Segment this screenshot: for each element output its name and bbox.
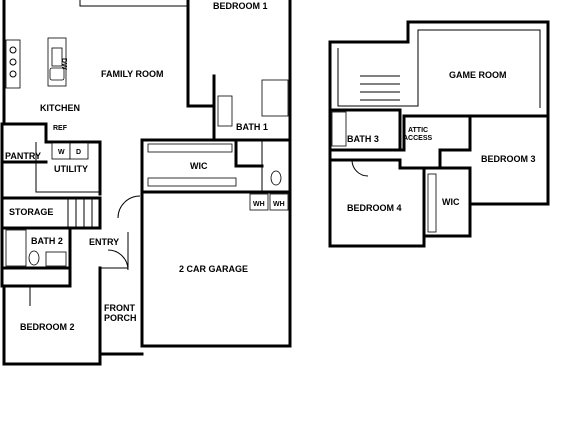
dryer-label: D (76, 149, 81, 156)
wic-shelf-2 (427, 173, 437, 233)
exterior-wall-north-left (0, 0, 6, 288)
wic-wall-2 (422, 166, 472, 238)
game-room-label: GAME ROOM (449, 70, 507, 80)
dishwasher (51, 47, 63, 67)
game-room-wall (398, 114, 550, 152)
water-heater-label-1: WH (253, 201, 265, 208)
second-floor-exterior (328, 20, 550, 248)
water-heater-box-2 (269, 193, 289, 211)
second-floor-plan: GAME ROOM BATH 3 ATTIC ACCESS BEDROOM 3 … (328, 20, 550, 248)
bath2-tub (5, 229, 27, 267)
attic-access-label-line2: ACCESS (403, 135, 433, 142)
water-heater-label-2: WH (273, 201, 285, 208)
bedroom2-wall (2, 266, 72, 288)
bedroom1-window (79, 0, 188, 7)
bath1-vanity (217, 95, 233, 127)
pantry-label: PANTRY (5, 151, 41, 161)
water-heater-box-1 (249, 193, 269, 211)
bedroom4-label: BEDROOM 4 (347, 203, 402, 213)
bedroom3-wall (438, 114, 472, 170)
wic-shelf (147, 143, 233, 153)
burner (9, 46, 17, 54)
entry-door-swing (117, 195, 141, 219)
kitchen-label: KITCHEN (40, 103, 80, 113)
refrigerator-label: REF (53, 125, 68, 132)
entry-label: ENTRY (89, 237, 119, 247)
bedroom1-label: BEDROOM 1 (213, 1, 268, 11)
bedroom3-label: BEDROOM 3 (481, 154, 536, 164)
roof-outline (337, 29, 541, 108)
storage-label: STORAGE (9, 207, 53, 217)
utility-label: UTILITY (54, 164, 88, 174)
bedroom2-label: BEDROOM 2 (20, 322, 75, 332)
front-porch-label-line1: FRONT (104, 303, 135, 313)
utility-door (35, 142, 100, 193)
bath2-label: BATH 2 (31, 236, 63, 246)
range (5, 39, 21, 89)
attic-access-label-line1: ATTIC (408, 127, 428, 134)
bedroom4-door-swing (351, 159, 369, 177)
dryer-box (69, 142, 89, 160)
bath2-wall (2, 226, 72, 270)
bedroom4-wall (328, 158, 426, 238)
wic-inner-wall (140, 138, 264, 168)
bath2-toilet (28, 250, 40, 266)
washer-label: W (58, 149, 65, 156)
storage-wall (2, 196, 102, 230)
wic-label-2: WIC (442, 197, 460, 207)
sink (49, 67, 65, 81)
bath1-toilet (270, 170, 282, 186)
wic-shelf (147, 177, 237, 187)
first-floor-plan: BEDROOM 1 FAMILY ROOM KITCHEN DW REF PAN… (0, 0, 292, 366)
utility-wall (44, 122, 102, 196)
bath1-label: BATH 1 (236, 122, 268, 132)
dishwasher-label: DW (60, 58, 67, 70)
front-door-swing (107, 249, 129, 271)
bath2-vanity (45, 251, 67, 267)
bath1-shower (261, 79, 289, 117)
interior-wall-bedroom1 (186, 0, 216, 108)
front-porch-label-line2: PORCH (104, 313, 137, 323)
bath3-tub (331, 111, 347, 147)
bath3-label: BATH 3 (347, 134, 379, 144)
wic-label: WIC (190, 161, 208, 171)
family-room-label: FAMILY ROOM (101, 69, 164, 79)
garage-label: 2 CAR GARAGE (179, 264, 248, 274)
burner (9, 70, 17, 78)
bath3-wall (328, 108, 402, 152)
burner (9, 58, 17, 66)
